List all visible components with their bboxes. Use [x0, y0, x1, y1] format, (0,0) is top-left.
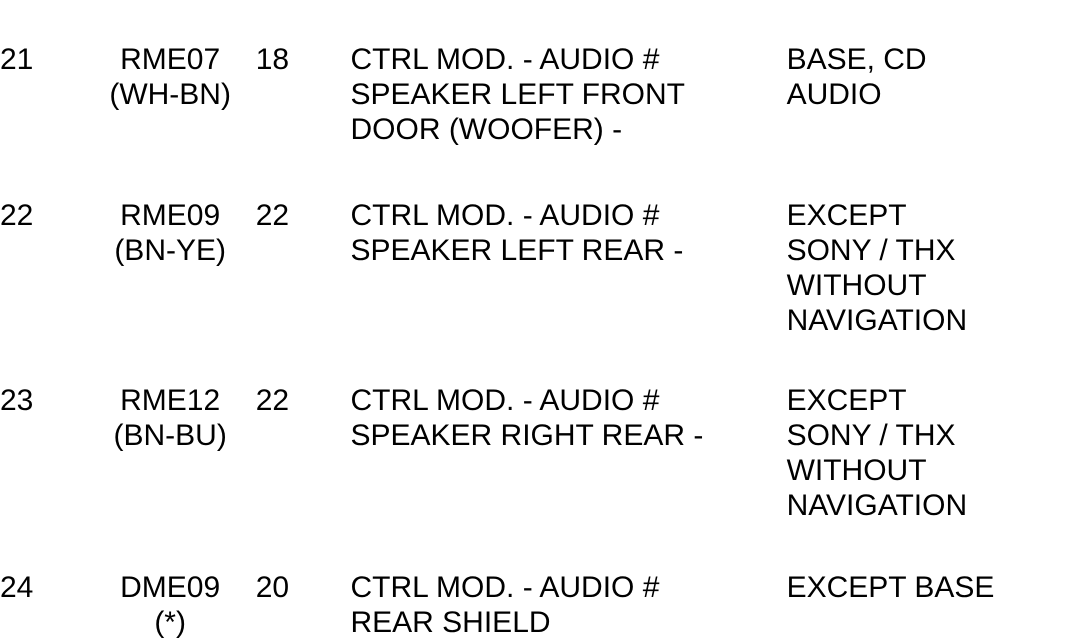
table-row: 23 RME12(BN-BU) 22 CTRL MOD. - AUDIO # S…: [0, 338, 1078, 523]
wire-gauge: 20: [255, 571, 290, 604]
wire-code-id: RME12: [120, 384, 221, 417]
item-number: 24: [0, 571, 34, 604]
table-row: 21 RME07(WH-BN) 18 CTRL MOD. - AUDIO # S…: [0, 0, 1078, 147]
circuit-description: CTRL MOD. - AUDIO # REAR SHIELD: [350, 571, 660, 639]
table-row: 24 DME09(*) 20 CTRL MOD. - AUDIO # REAR …: [0, 523, 1078, 640]
wire-code-colors: (BN-YE): [114, 234, 226, 267]
wire-code-id: RME09: [120, 199, 221, 232]
circuit-description: CTRL MOD. - AUDIO # SPEAKER RIGHT REAR -: [350, 384, 704, 452]
item-number: 22: [0, 199, 34, 232]
wire-gauge: 18: [255, 43, 290, 76]
wiring-schedule-sheet: 21 RME07(WH-BN) 18 CTRL MOD. - AUDIO # S…: [0, 43, 995, 639]
circuit-description: CTRL MOD. - AUDIO # SPEAKER LEFT FRONT D…: [350, 43, 685, 146]
application-note: EXCEPT SONY / THX WITHOUT NAVIGATION: [786, 384, 968, 522]
wire-code-colors: (*): [154, 606, 186, 639]
wire-gauge: 22: [255, 199, 290, 232]
wire-gauge: 22: [255, 384, 290, 417]
application-note: EXCEPT SONY / THX WITHOUT NAVIGATION: [786, 199, 968, 337]
wire-code: DME09(*): [85, 523, 256, 640]
wire-code-colors: (BN-BU): [113, 419, 227, 452]
circuit-description: CTRL MOD. - AUDIO # SPEAKER LEFT REAR -: [350, 199, 684, 267]
wire-code-id: DME09: [120, 571, 221, 604]
wire-code: RME12(BN-BU): [85, 338, 256, 523]
wire-code-id: RME07: [120, 43, 221, 76]
application-note: BASE, CD AUDIO: [786, 43, 927, 111]
item-number: 21: [0, 43, 34, 76]
wire-code-colors: (WH-BN): [109, 78, 231, 111]
wire-code: RME07(WH-BN): [85, 0, 256, 147]
item-number: 23: [0, 384, 34, 417]
application-note: EXCEPT BASE: [786, 571, 995, 604]
table-row: 22 RME09(BN-YE) 22 CTRL MOD. - AUDIO # S…: [0, 147, 1078, 338]
wire-code: RME09(BN-YE): [85, 147, 256, 338]
